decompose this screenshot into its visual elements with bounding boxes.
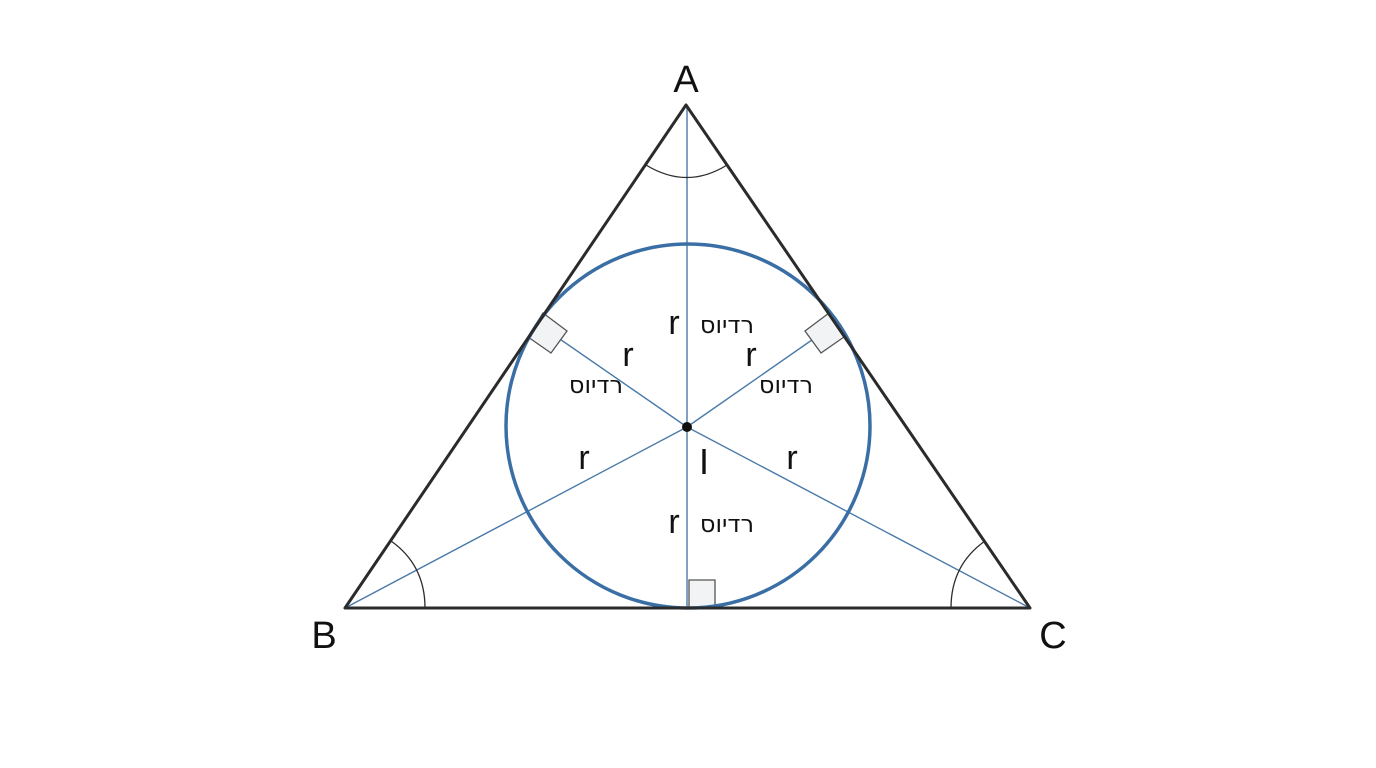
bisector-lines [344,105,1031,609]
vertex-label-a: A [673,59,699,101]
bisector-from-c [686,426,1031,609]
r-label-top: r [668,304,679,342]
r-label-lower-right: r [786,439,797,477]
vertex-label-c: C [1039,615,1066,657]
angle-arc-b [390,540,426,609]
radius-to-left-tangent [540,325,688,428]
r-label-upper-right: r [745,336,756,374]
vertex-label-b: B [311,615,336,657]
bisector-from-b [344,426,688,609]
triangle-abc [343,103,1032,610]
incenter-point [682,422,692,432]
radius-word-bottom: רדיוס [700,510,754,538]
r-label-bottom: r [668,503,679,541]
radius-to-right-tangent [686,325,833,428]
r-label-upper-left: r [622,336,633,374]
angle-arc-a [645,164,728,179]
radius-word-top: רדיוס [700,311,754,339]
right-angle-marker-bottom [688,579,716,608]
incenter-label: I [699,441,709,482]
right-angle-marker-left [527,312,568,354]
radius-word-right: רדיוס [759,371,813,399]
r-label-lower-left: r [578,439,589,477]
angle-arcs [390,164,986,609]
angle-arc-c [950,540,986,609]
radius-word-left: רדיוס [569,371,623,399]
right-angle-marker-right [804,312,845,354]
